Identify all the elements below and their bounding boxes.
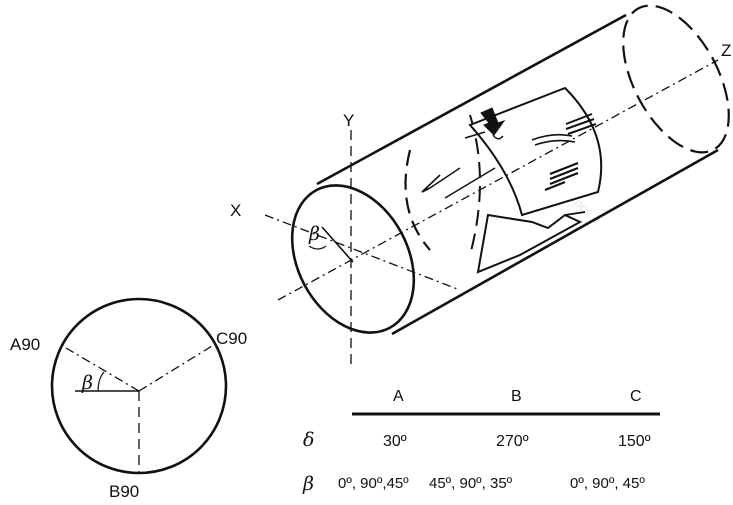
hidden-line (444, 167, 496, 199)
circle-angle-arc (97, 371, 105, 392)
beta-value-b: 45º, 90º, 35º (429, 475, 513, 492)
front-face-radius (321, 226, 354, 263)
reference-circle-group: A90 C90 B90 β (10, 297, 247, 501)
cylinder-back-edge (622, 4, 730, 154)
cylinder-front-face (290, 184, 416, 334)
table-header-c: C (630, 388, 642, 405)
z-axis-line (277, 59, 719, 301)
circle-angle-label: β (81, 372, 93, 394)
circle-line-c (138, 345, 213, 392)
circle-label-b: B90 (109, 482, 139, 501)
hidden-arrow-shaft (429, 167, 461, 189)
cylinder-group: Y X Z β (230, 4, 731, 365)
tool-wedge (476, 213, 583, 274)
circle-label-c: C90 (216, 329, 247, 348)
delta-value-b: 270º (496, 433, 529, 450)
angle-table: A B C δ 30º 270º 150º β 0º, 90º,45º 45º,… (302, 388, 660, 495)
circle-label-a: A90 (10, 335, 40, 354)
arrow-base (492, 134, 504, 140)
beta-row-label: β (302, 473, 314, 495)
sensor-marks (531, 113, 597, 192)
table-header-a: A (393, 388, 404, 405)
cylinder-angle-label: β (308, 223, 320, 245)
circle-line-a (65, 347, 140, 392)
hidden-arrow (421, 174, 441, 193)
beta-value-c: 0º, 90º, 45º (570, 475, 645, 492)
delta-value-a: 30º (383, 433, 407, 450)
front-face-angle-arc (308, 245, 327, 250)
hidden-section-curve (404, 149, 431, 251)
cylinder-top-edge (316, 13, 627, 186)
x-axis-label: X (230, 201, 241, 220)
tool-wedge-tip (564, 211, 586, 216)
cylinder-bottom-edge (391, 148, 719, 336)
y-axis-label: Y (343, 111, 354, 130)
x-axis-line (264, 214, 461, 291)
z-axis-label: Z (721, 41, 731, 60)
inner-panel (468, 86, 603, 217)
inner-panel-edge (464, 131, 486, 139)
beta-value-a: 0º, 90º,45º (338, 475, 409, 492)
table-header-b: B (511, 388, 522, 405)
delta-row-label: δ (303, 429, 314, 451)
down-arrow-icon (480, 107, 506, 136)
delta-value-c: 150º (618, 433, 651, 450)
